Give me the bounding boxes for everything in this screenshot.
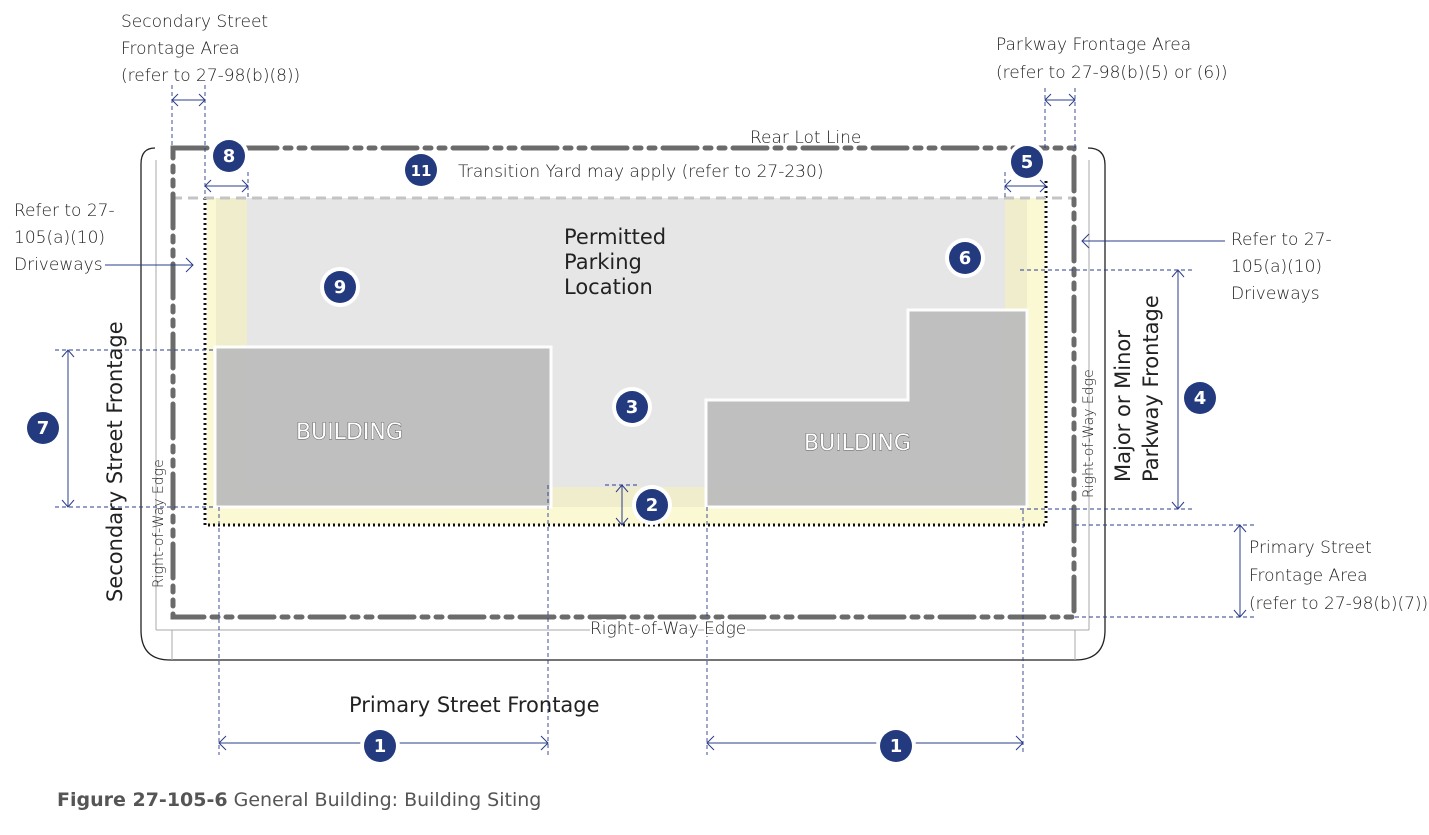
svg-text:5: 5 (1021, 152, 1034, 173)
building-left-label: BUILDING (296, 420, 403, 445)
street-outline (140, 147, 1106, 661)
svg-text:4: 4 (1194, 388, 1207, 409)
parkway-frontage-label-2: Parkway Frontage (1139, 295, 1163, 482)
building-left (213, 345, 553, 509)
marker-1-right: 1 (876, 726, 916, 766)
parking-label-3: Location (564, 275, 653, 299)
row-edge-right-label: Right-of-Way Edge (1081, 369, 1097, 498)
marker-7: 7 (23, 408, 63, 448)
driveways-left-label-1: Refer to 27- (14, 201, 115, 221)
marker-5: 5 (1007, 142, 1047, 182)
figure-number: Figure 27-105-6 (57, 789, 228, 811)
dimension-guides (55, 85, 1255, 755)
building-right-label: BUILDING (804, 431, 911, 456)
parkway-frontage-label-1: Major or Minor (1111, 330, 1135, 482)
driveways-left-label-3: Driveways (14, 255, 103, 275)
parkway-area-label-2: (refer to 27-98(b)(5) or (6)) (996, 63, 1227, 83)
driveways-right-label-1: Refer to 27- (1231, 230, 1332, 250)
primary-area-label-3: (refer to 27-98(b)(7)) (1249, 594, 1428, 614)
marker-11: 11 (401, 150, 441, 190)
primary-area-label-2: Frontage Area (1249, 566, 1368, 586)
secondary-area-label-2: Frontage Area (121, 39, 240, 59)
lot-line (170, 145, 1077, 620)
row-edge-left-label: Right-of-Way Edge (151, 459, 167, 588)
secondary-frontage-label: Secondary Street Frontage (103, 321, 127, 602)
building-right (704, 308, 1029, 509)
svg-text:1: 1 (374, 736, 387, 757)
svg-text:1: 1 (890, 736, 903, 757)
svg-text:6: 6 (959, 248, 972, 269)
driveways-right-label-2: 105(a)(10) (1231, 257, 1322, 277)
secondary-area-label-3: (refer to 27-98(b)(8)) (121, 66, 300, 86)
parkway-area-label-1: Parkway Frontage Area (996, 35, 1191, 55)
build-to-line (203, 180, 1048, 527)
figure-caption: Figure 27-105-6 General Building: Buildi… (57, 789, 541, 811)
secondary-area-label-1: Secondary Street (121, 12, 268, 32)
svg-text:9: 9 (334, 277, 347, 298)
figure-title: General Building: Building Siting (228, 789, 542, 811)
marker-6: 6 (945, 238, 985, 278)
svg-text:3: 3 (626, 397, 639, 418)
marker-3: 3 (612, 387, 652, 427)
row-edge-bottom-label: Right-of-Way Edge (590, 619, 746, 639)
svg-text:2: 2 (646, 495, 659, 516)
rear-lot-line-label: Rear Lot Line (750, 128, 861, 148)
marker-8: 8 (209, 136, 249, 176)
marker-1-left: 1 (360, 726, 400, 766)
marker-4: 4 (1180, 378, 1220, 418)
svg-text:11: 11 (411, 162, 432, 180)
primary-frontage-label: Primary Street Frontage (349, 693, 600, 717)
driveways-left-label-2: 105(a)(10) (14, 228, 105, 248)
primary-area-label-1: Primary Street (1249, 538, 1372, 558)
parking-label-2: Parking (564, 250, 642, 274)
marker-2: 2 (632, 485, 672, 525)
transition-yard-label: Transition Yard may apply (refer to 27-2… (458, 162, 823, 182)
marker-9: 9 (320, 267, 360, 307)
driveways-right-label-3: Driveways (1231, 284, 1320, 304)
svg-text:7: 7 (37, 418, 50, 439)
parking-label-1: Permitted (564, 225, 666, 249)
svg-text:8: 8 (223, 146, 236, 167)
